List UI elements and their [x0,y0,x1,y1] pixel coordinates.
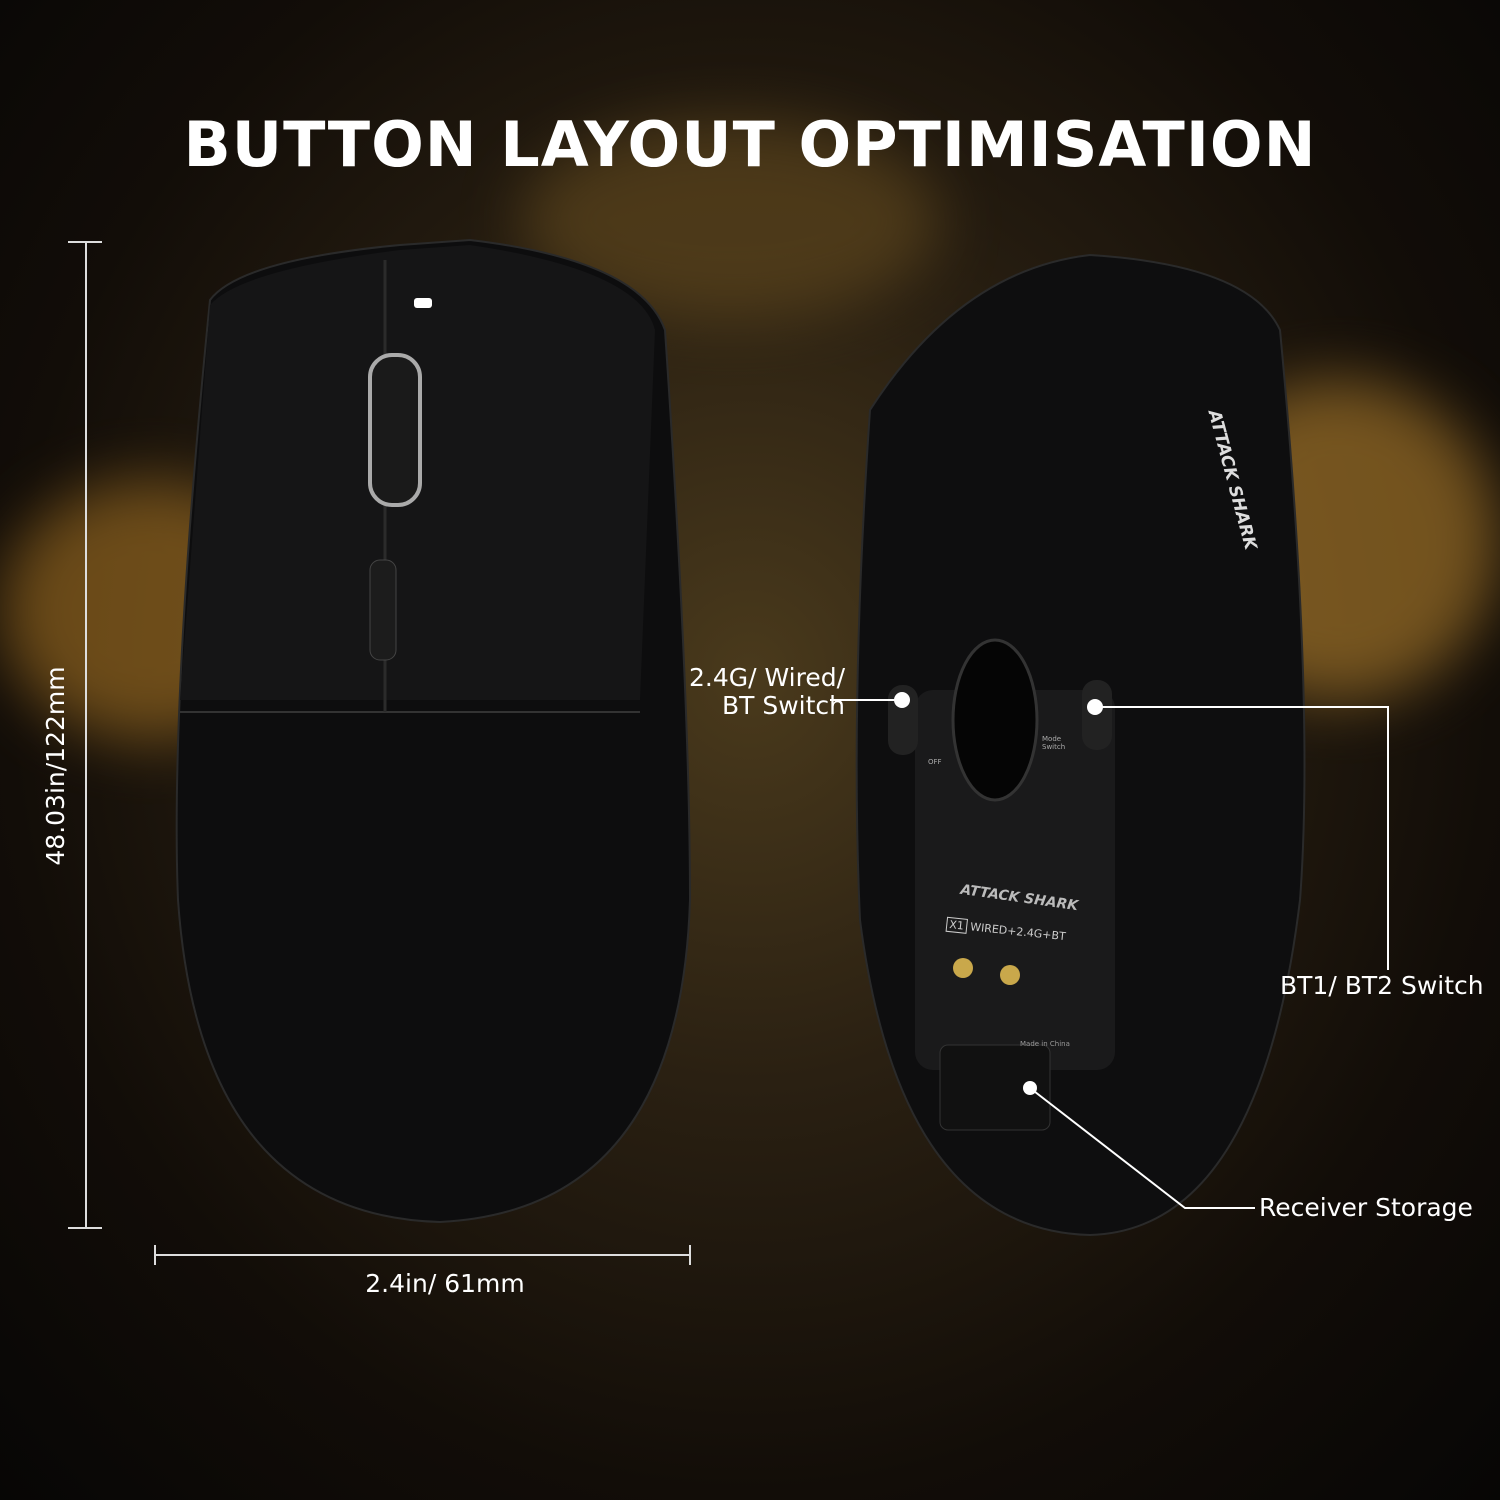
bt-switch-callout: BT1/ BT2 Switch [1280,971,1484,1000]
width-dimension-label: 2.4in/ 61mm [365,1269,525,1298]
mode-switch-callout: 2.4G/ Wired/ BT Switch [688,663,845,720]
receiver-storage-callout: Receiver Storage [1259,1193,1473,1222]
off-label: OFF [928,758,942,766]
height-dimension-label: 48.03in/122mm [41,666,70,866]
mouse-bottom-view [855,253,1306,1237]
callout-lines [830,699,1389,1209]
model-label: X1 [945,916,968,934]
mode-switch-marking: Mode Switch [1042,735,1066,751]
dimension-lines [68,241,691,1265]
page-title: BUTTON LAYOUT OPTIMISATION [183,108,1317,181]
mouse-top-view [175,238,692,1224]
origin-label: Made in China [1020,1040,1070,1048]
